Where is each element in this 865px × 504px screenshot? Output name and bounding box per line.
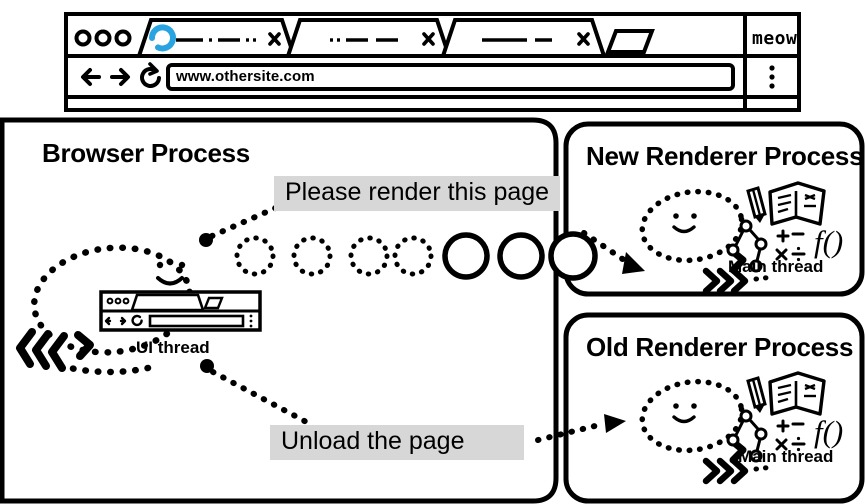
new-renderer-title: New Renderer Process [586, 141, 864, 171]
incoming-chevrons-icon [702, 457, 749, 485]
back-arrow-icon[interactable] [81, 68, 101, 86]
main-thread-loop [639, 378, 745, 454]
ui-thread-label: UI thread [136, 338, 210, 357]
queue-slot-pending [392, 235, 434, 277]
open-book-icon [768, 181, 826, 226]
dom-tree-icon [726, 219, 768, 273]
window-control-dots[interactable] [74, 29, 132, 47]
new-renderer-thread-label: Main thread [728, 257, 824, 276]
active-tab[interactable] [136, 18, 297, 58]
brand-label: meow [752, 28, 798, 49]
arrow-to-old-renderer [535, 414, 626, 443]
tab-close-icon[interactable] [268, 32, 281, 46]
smiley-face-icon [672, 403, 697, 424]
arrow-to-new-renderer [581, 230, 645, 274]
new-renderer-panel [563, 121, 865, 297]
ui-thread-browser-icon [99, 290, 262, 332]
queue-slot-active [497, 232, 545, 280]
svg-text:f(): f() [814, 414, 843, 449]
tab-3[interactable] [440, 18, 607, 58]
unload-request-leader [200, 359, 315, 428]
old-renderer-thread-label: Main thread [738, 447, 834, 466]
unload-request-callout: Unload the page [270, 425, 525, 461]
open-book-icon [768, 371, 826, 416]
browser-process-panel [0, 117, 559, 504]
forward-arrow-icon[interactable] [110, 68, 130, 86]
math-symbols-icon [775, 229, 806, 262]
math-symbols-icon [775, 419, 806, 452]
svg-text:f(): f() [814, 224, 843, 259]
tab-close-icon[interactable] [577, 32, 590, 46]
url-input[interactable] [166, 63, 735, 91]
queue-slot-active [442, 232, 490, 280]
old-renderer-title: Old Renderer Process [586, 332, 854, 362]
smiley-face-icon [672, 213, 697, 234]
incoming-chevrons-icon [702, 267, 749, 295]
outgoing-chevrons-icon [16, 328, 68, 372]
three-dot-menu-icon[interactable] [769, 65, 775, 89]
function-icon: f() [814, 414, 843, 449]
render-request-callout: Please render this page [274, 176, 561, 212]
message-queue [234, 231, 598, 281]
dom-tree-icon [726, 409, 768, 463]
main-thread-loop [639, 188, 745, 264]
render-request-leader [199, 203, 283, 247]
queue-slot-pending [348, 235, 390, 277]
old-renderer-panel [563, 312, 865, 504]
url-text: www.othersite.com [176, 68, 315, 85]
pencils-icon [746, 186, 767, 223]
reload-icon[interactable] [140, 62, 161, 88]
function-icon: f() [814, 224, 843, 259]
pencils-icon [746, 376, 767, 413]
queue-slot-boundary [548, 231, 598, 281]
queue-slot-pending [234, 235, 276, 277]
smiley-face-icon [156, 261, 186, 286]
tab-close-icon[interactable] [422, 32, 435, 46]
browser-process-title: Browser Process [42, 138, 250, 168]
new-tab-button[interactable] [605, 29, 655, 54]
queue-slot-pending [291, 235, 333, 277]
loop-tail [66, 364, 152, 376]
loading-spinner-icon [148, 24, 176, 52]
tab-2[interactable] [285, 18, 452, 58]
